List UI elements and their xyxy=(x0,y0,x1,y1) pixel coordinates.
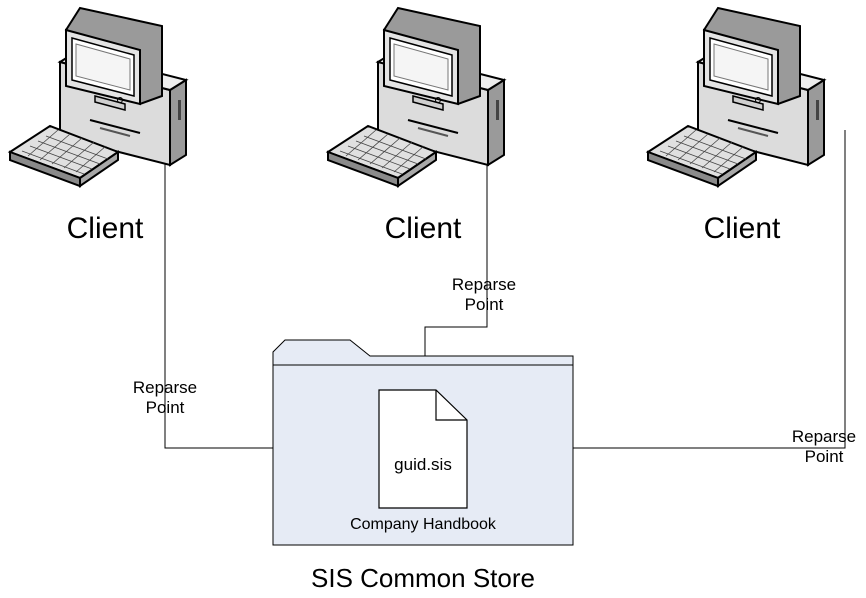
file-name-label: guid.sis xyxy=(394,455,452,474)
reparse-point-line2: Point xyxy=(464,295,504,314)
folder-label: Company Handbook xyxy=(350,516,496,533)
store-title: SIS Common Store xyxy=(311,563,535,593)
connector-middle xyxy=(421,148,488,391)
document-icon xyxy=(378,389,468,509)
reparse-point-line2: Point xyxy=(804,447,844,466)
client-computer-3 xyxy=(647,7,825,187)
computer-icon xyxy=(327,7,505,187)
reparse-point-label-middle: Reparse Point xyxy=(434,275,534,315)
client-computer-1 xyxy=(9,7,187,187)
client-label-2: Client xyxy=(384,212,462,245)
client-label-1: Client xyxy=(66,212,144,245)
client-label-3: Client xyxy=(703,212,781,245)
reparse-point-line2: Point xyxy=(145,398,185,417)
computer-icon xyxy=(647,7,825,187)
reparse-point-label-right: Reparse Point xyxy=(774,427,866,467)
computer-icon xyxy=(9,7,187,187)
reparse-point-label-left: Reparse Point xyxy=(115,378,215,418)
reparse-point-line1: Reparse xyxy=(132,378,198,397)
connector-right xyxy=(474,130,846,452)
client-computer-2 xyxy=(327,7,505,187)
reparse-point-line1: Reparse xyxy=(451,275,517,294)
reparse-point-line1: Reparse xyxy=(791,427,857,446)
